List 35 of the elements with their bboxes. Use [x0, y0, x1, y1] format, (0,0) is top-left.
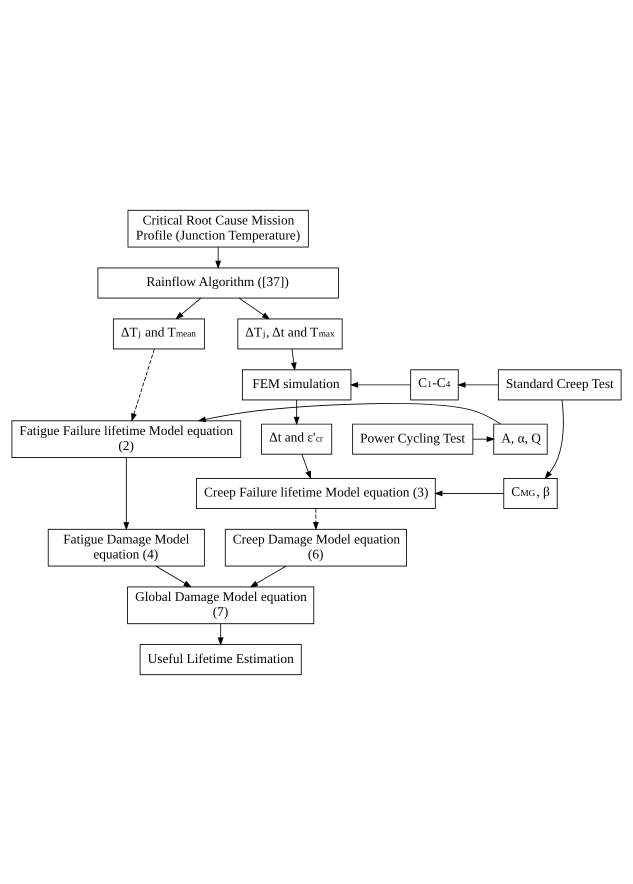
arrow — [544, 399, 564, 479]
arrow — [457, 381, 498, 388]
arrow — [312, 508, 319, 530]
arrow — [197, 402, 502, 424]
node-box: CMG, β — [503, 478, 558, 508]
node-box: Power Cycling Test — [352, 423, 474, 454]
node-box: Fatigue Damage Model equation (4) — [48, 528, 205, 566]
node-box: FEM simulation — [242, 368, 352, 400]
arrow — [250, 565, 286, 587]
arrow — [350, 381, 411, 388]
arrow — [238, 297, 270, 320]
arrow — [472, 436, 495, 442]
node-box: Global Damage Model equation (7) — [127, 586, 314, 624]
node-box: Standard Creep Test — [498, 368, 622, 400]
node-box: Rainflow Algorithm ([37]) — [98, 267, 339, 298]
arrow — [290, 348, 297, 370]
node-box: C1-C4 — [410, 368, 459, 400]
node-box: ΔTj, Δt and Tmax — [237, 318, 343, 349]
arrow — [131, 348, 155, 422]
arrow — [123, 456, 130, 530]
arrow — [215, 246, 222, 269]
arrow — [175, 297, 202, 320]
arrow — [155, 565, 192, 587]
arrow — [218, 623, 224, 646]
node-box: A, α, Q — [493, 423, 548, 454]
node-box: Δt and ε'cr — [261, 423, 332, 454]
node-box: Useful Lifetime Estimation — [140, 644, 302, 675]
arrow — [302, 453, 312, 479]
node-box: Creep Failure lifetime Model equation (3) — [196, 478, 436, 508]
node-box: Critical Root Cause Mission Profile (Junction Temperature) — [128, 209, 309, 247]
arrow — [294, 399, 300, 425]
node-box: Creep Damage Model equation (6) — [224, 528, 407, 566]
arrow — [434, 490, 504, 496]
node-box: Fatigue Failure lifetime Model equation (2) — [11, 420, 242, 458]
node-box: ΔTj and Tmean — [112, 318, 205, 349]
